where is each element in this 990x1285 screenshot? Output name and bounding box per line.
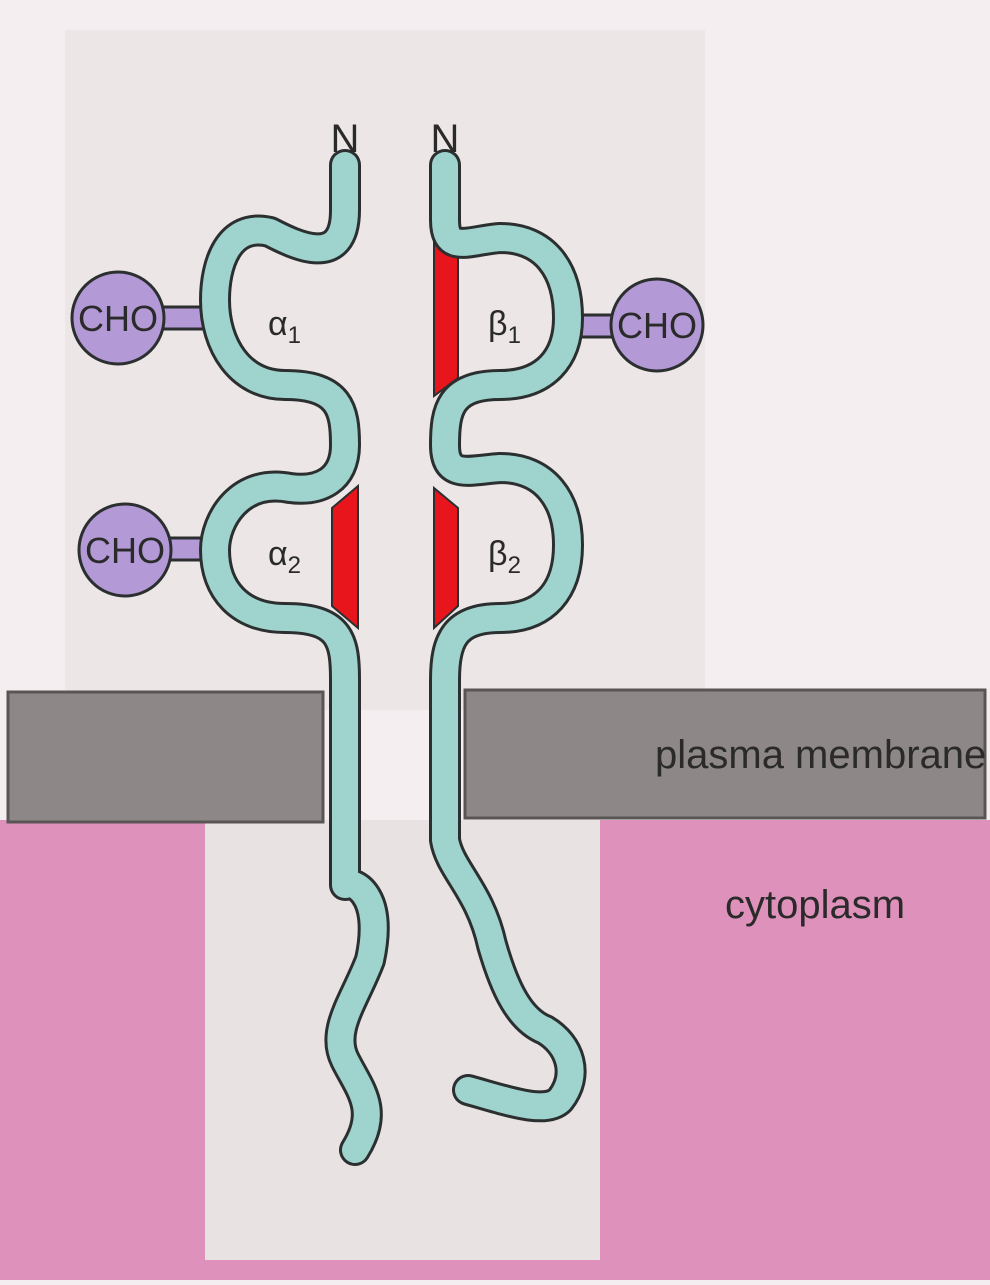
beta-2-binding-region — [434, 488, 458, 628]
alpha-1-cho-label: CHO — [78, 298, 158, 339]
alpha-2-cho-label: CHO — [85, 530, 165, 571]
alpha-1-carbohydrate: CHO — [72, 272, 164, 364]
beta-1-carbohydrate: CHO — [611, 279, 703, 371]
alpha-2-binding-region — [332, 486, 358, 628]
beta-1-cho-label: CHO — [617, 305, 697, 346]
alpha-n-terminus-label: N — [331, 117, 360, 161]
cytoplasm-label: cytoplasm — [725, 883, 905, 927]
extracellular-panel — [65, 30, 705, 710]
plasma-membrane-label: plasma membrane — [655, 733, 986, 777]
plasma-membrane-left — [8, 692, 323, 822]
alpha-2-carbohydrate: CHO — [79, 504, 171, 596]
beta-n-terminus-label: N — [431, 117, 460, 161]
